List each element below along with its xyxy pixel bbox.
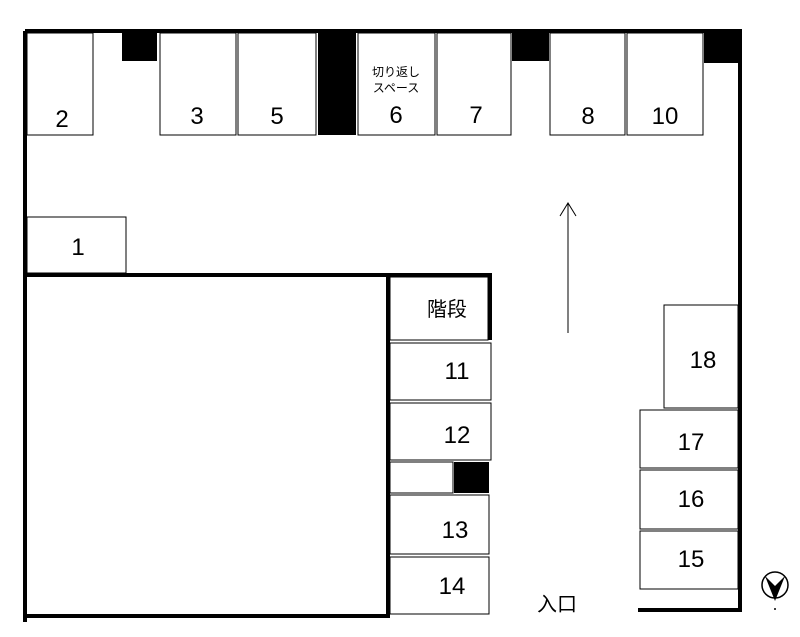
space-label-12: 12 — [444, 422, 471, 449]
pillar — [454, 462, 489, 493]
parking-space-5[interactable] — [237, 32, 317, 136]
gap-space — [389, 461, 454, 494]
parking-space-16[interactable] — [639, 469, 739, 530]
up-arrow-icon — [559, 202, 577, 333]
space-label-3: 3 — [190, 103, 203, 130]
space-label-16: 16 — [678, 486, 705, 513]
parking-space-13[interactable] — [389, 494, 490, 555]
space-label-18: 18 — [690, 347, 717, 374]
parking-space-14[interactable] — [389, 556, 490, 615]
parking-space-8[interactable] — [549, 32, 626, 136]
stairs-area — [389, 276, 489, 341]
parking-space-3[interactable] — [159, 32, 237, 136]
stairs-label: 階段 — [427, 298, 467, 321]
space-label-14: 14 — [439, 573, 466, 600]
parking-space-2[interactable] — [26, 32, 94, 136]
space-label-17: 17 — [678, 429, 705, 456]
space-label-6: 6 — [389, 102, 402, 129]
space-label-11: 11 — [445, 358, 470, 385]
space-label-10: 10 — [652, 103, 679, 130]
space-label-2: 2 — [55, 106, 68, 133]
parking-space-10[interactable] — [626, 32, 704, 136]
pillar — [318, 33, 356, 135]
pillar — [704, 33, 740, 63]
parking-space-18[interactable] — [663, 304, 739, 409]
north-compass-icon — [761, 571, 789, 610]
pillar — [122, 33, 157, 61]
space-label-13: 13 — [442, 517, 469, 544]
space-label-1: 1 — [71, 234, 84, 261]
space-label-15: 15 — [678, 546, 705, 573]
parking-space-11[interactable] — [389, 342, 492, 401]
parking-space-15[interactable] — [639, 530, 739, 590]
parking-space-17[interactable] — [639, 409, 739, 469]
building-block — [25, 273, 492, 618]
space-6-note-line1: 切り返し — [372, 65, 420, 79]
outer-walls — [23, 29, 742, 622]
space-label-7: 7 — [469, 102, 482, 129]
entrance-label: 入口 — [537, 594, 577, 616]
space-6-note-line2: スペース — [373, 81, 420, 95]
parking-space-6[interactable] — [357, 32, 436, 136]
pillar — [512, 33, 549, 61]
parking-space-7[interactable] — [436, 32, 512, 136]
parking-space-1[interactable] — [26, 216, 127, 274]
parking-space-12[interactable] — [389, 402, 492, 461]
space-label-8: 8 — [581, 103, 594, 130]
space-label-5: 5 — [270, 103, 283, 130]
